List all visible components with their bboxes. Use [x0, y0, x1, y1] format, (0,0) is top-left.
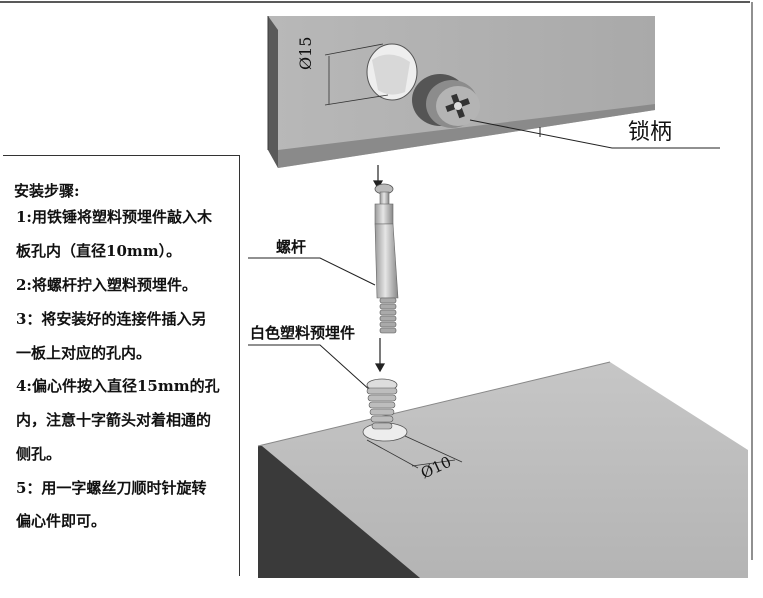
instruction-line: 板孔内（直径10mm）。: [16, 242, 182, 260]
cam-lock: [412, 74, 480, 128]
instruction-line: 偏心件即可。: [16, 512, 107, 530]
label-white-insert: 白色塑料预埋件: [250, 324, 356, 342]
instruction-line: 侧孔。: [16, 445, 62, 463]
dim-lines-top: [324, 43, 389, 106]
leader-screw-rod: [248, 257, 376, 286]
dim-lines-bottom: [366, 435, 463, 469]
instruction-line: 一板上对应的孔内。: [16, 344, 152, 362]
instruction-line: 5：用一字螺丝刀顺时针旋转: [16, 479, 207, 497]
instructions-title: 安装步骤:: [14, 182, 80, 200]
label-screw-rod: 螺杆: [276, 238, 307, 256]
plastic-insert: [366, 378, 398, 430]
label-lock-handle: 锁柄: [628, 120, 673, 145]
instructions-panel: [3, 155, 240, 576]
instruction-line: 1:用铁锤将塑料预埋件敲入木: [16, 208, 212, 226]
instruction-line: 4:偏心件按入直径15mm的孔: [16, 377, 220, 395]
instruction-line: 3：将安装好的连接件插入另: [16, 310, 207, 328]
lower-board: [257, 361, 748, 578]
instruction-line: 2:将螺杆拧入塑料预埋件。: [16, 276, 197, 294]
leader-lock-handle: [469, 119, 720, 149]
screw-rod: [374, 183, 399, 334]
cam-hole: [366, 43, 418, 101]
instruction-line: 内，注意十字箭头对着相通的: [16, 411, 212, 429]
arrow-bottom: [374, 338, 386, 373]
leader-white-insert: [248, 344, 373, 393]
label-dim-top: Ø15: [296, 36, 315, 70]
